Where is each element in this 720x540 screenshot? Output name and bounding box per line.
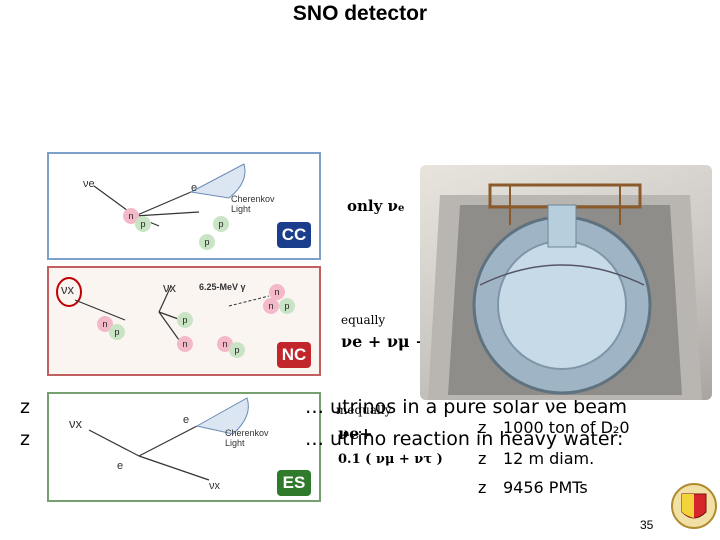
- es-ratio-label: 0.1 ( νμ + ντ ): [338, 452, 443, 467]
- bullet-marker-2: z: [20, 428, 30, 450]
- nc-proton: p: [109, 324, 125, 340]
- cc-proton-out: p: [213, 216, 229, 232]
- cc-cherenkov-label: Cherenkov Light: [231, 194, 275, 214]
- nc-reaction-panel: νx νx 6.25-MeV γ n p p n n n p n p NC: [47, 266, 321, 376]
- cc-only-label: only νe: [347, 197, 405, 215]
- detector-image: [420, 165, 712, 400]
- cc-proton: p: [135, 216, 151, 232]
- fact-1: 1000 ton of D₂0: [503, 418, 630, 437]
- bullet-marker-1: z: [20, 396, 30, 418]
- nc-capture-neutron-1: n: [269, 284, 285, 300]
- page-title: SNO detector: [292, 2, 428, 25]
- page-number: 35: [640, 518, 654, 532]
- nc-nu-out-label: νx: [163, 280, 176, 295]
- es-electron-in-label: e: [117, 460, 124, 472]
- bullet-line-1: … utrinos in a pure solar νe beam: [305, 396, 628, 418]
- fact-3: 9456 PMTs: [503, 478, 588, 497]
- es-cherenkov-label: Cherenkov Light: [225, 428, 269, 448]
- cc-proton-out-2: p: [199, 234, 215, 250]
- es-reaction-panel: νx e Cherenkov Light e νx ES: [47, 392, 321, 502]
- es-overlap-label: mequally: [336, 403, 392, 417]
- es-diagram: [88, 397, 249, 481]
- cc-electron-label: e: [191, 182, 198, 194]
- fact-2: 12 m diam.: [503, 449, 595, 468]
- nc-proton-out: p: [177, 312, 193, 328]
- nc-capture-neutron-2: n: [263, 298, 279, 314]
- nc-gamma-label: 6.25-MeV γ: [199, 282, 246, 292]
- es-nue-label: νe+: [338, 424, 373, 443]
- nc-tag: NC: [277, 342, 311, 368]
- nc-equally-label: equally: [341, 313, 386, 327]
- nc-capture-proton: p: [279, 298, 295, 314]
- detector-drawing: [428, 183, 702, 400]
- university-seal-icon: [671, 483, 717, 529]
- bullet-line-2: … utrino reaction in heavy water:: [305, 428, 624, 450]
- nc-nu-in-label: νx: [61, 282, 74, 297]
- cc-tag: CC: [277, 222, 311, 248]
- cc-reaction-panel: νe e Cherenkov Light n p p p CC: [47, 152, 321, 260]
- es-tag: ES: [277, 470, 311, 496]
- fact-marker-2: z: [478, 449, 487, 468]
- cc-nu-label: νe: [83, 178, 95, 190]
- nc-deuteron-p: p: [229, 342, 245, 358]
- es-nu-in-label: νx: [69, 416, 82, 431]
- es-nu-out-label: νx: [209, 480, 220, 492]
- es-electron-label: e: [183, 414, 190, 426]
- fact-marker-3: z: [478, 478, 487, 497]
- fact-marker-1: z: [478, 418, 487, 437]
- nc-neutron-out: n: [177, 336, 193, 352]
